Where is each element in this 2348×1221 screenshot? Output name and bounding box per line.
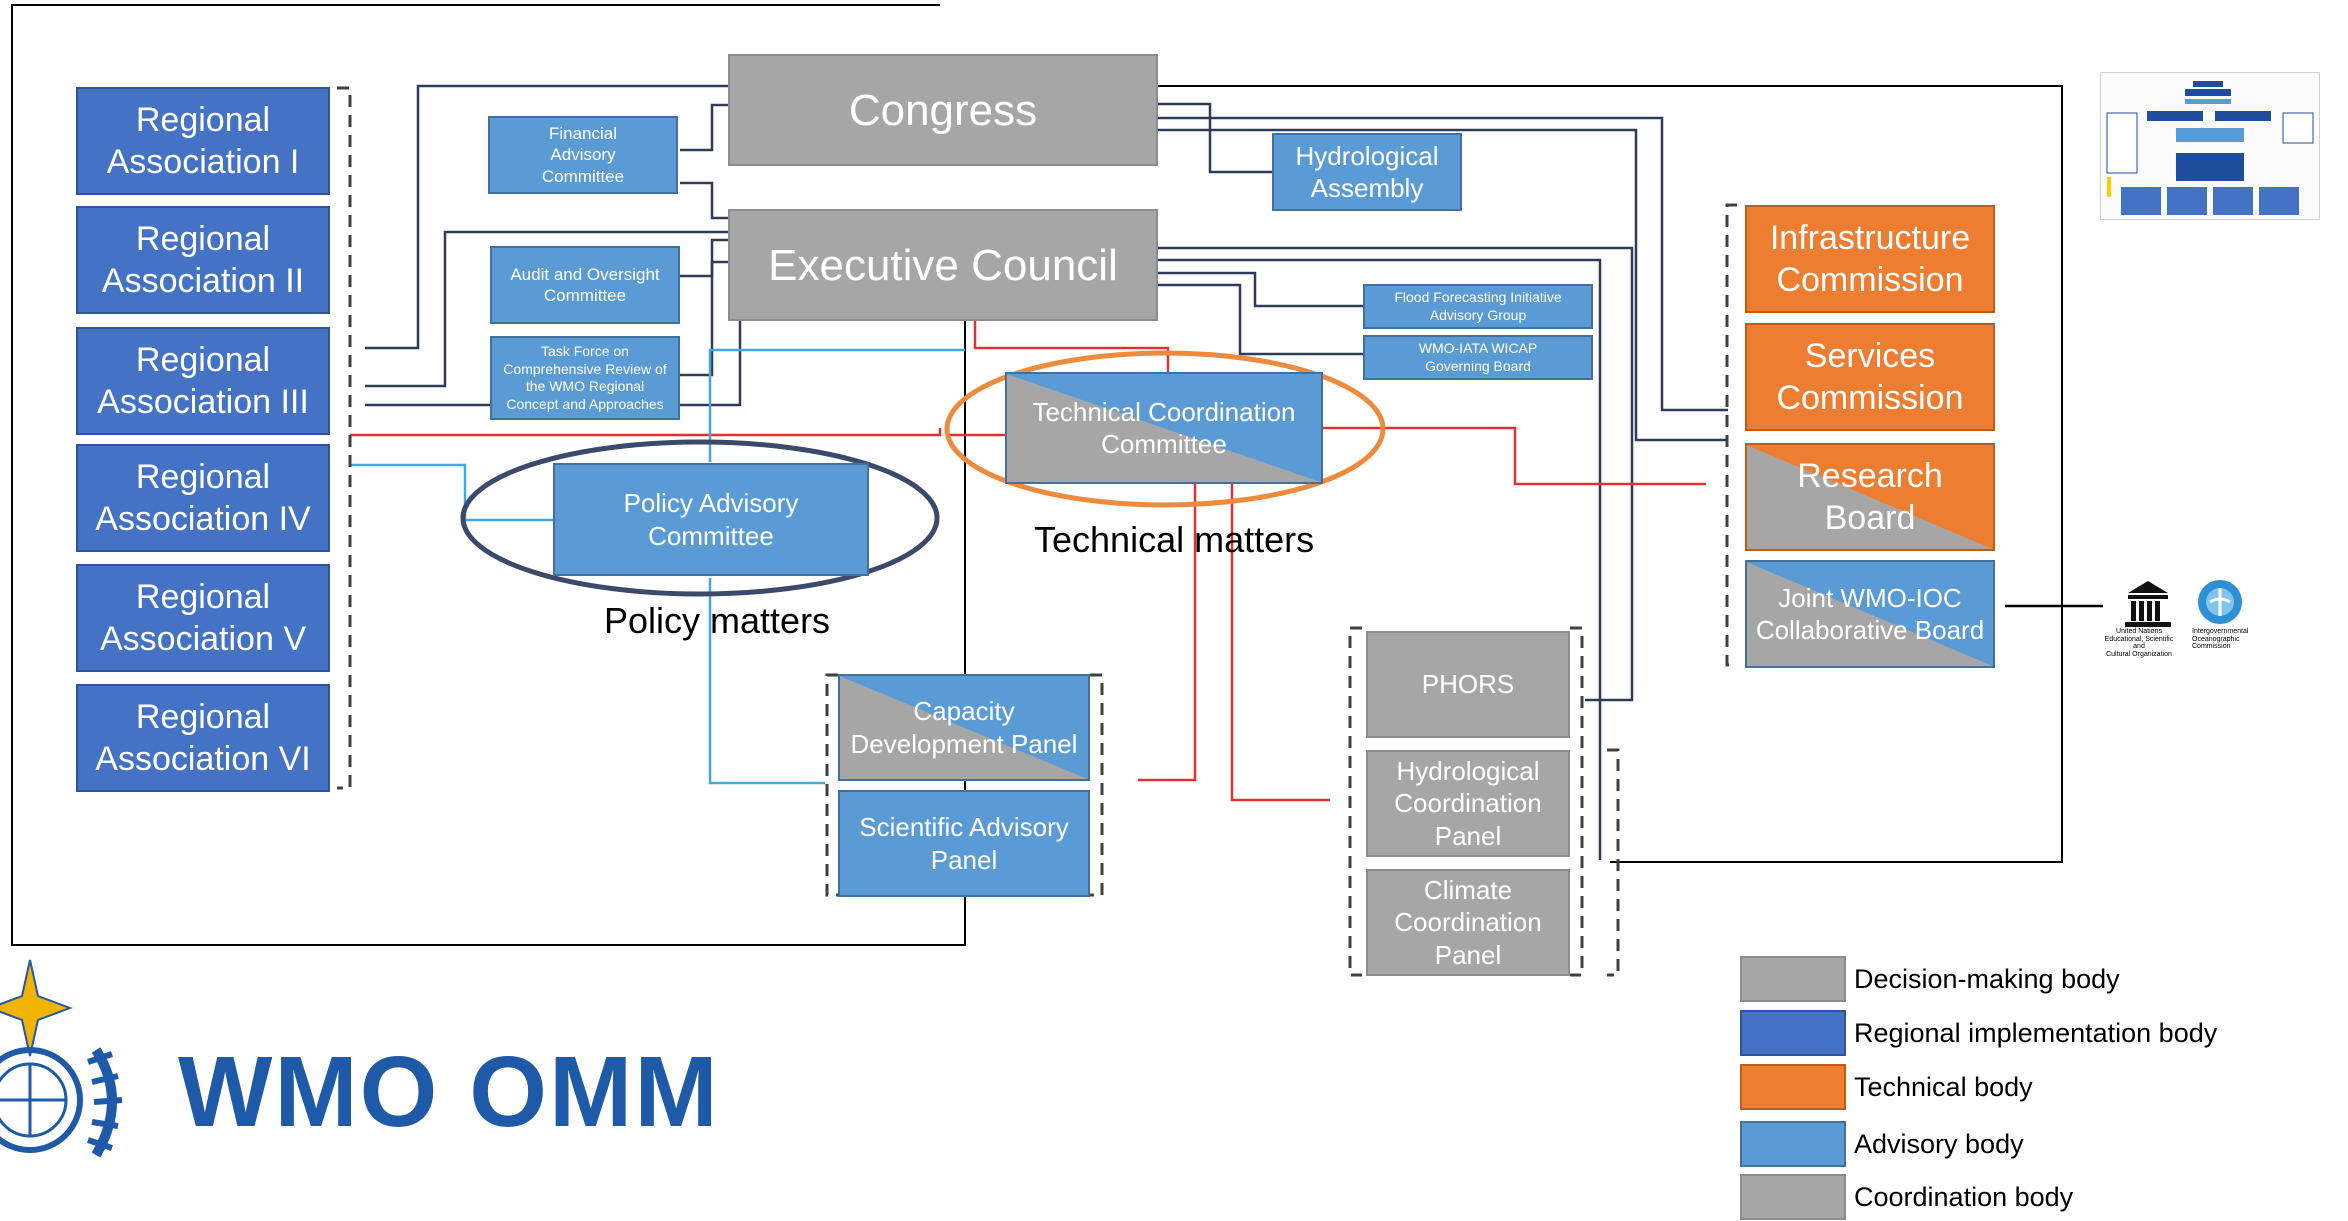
policy-matters-label: Policy matters	[604, 600, 831, 641]
infrastructure-commission: Infrastructure Commission	[1745, 205, 1995, 313]
org-chart-thumbnail	[2100, 72, 2320, 220]
technical-ellipse	[944, 350, 1386, 508]
unesco-temple-icon	[2125, 581, 2171, 627]
ioc-caption: Intergovernmental Oceanographic Commissi…	[2192, 628, 2249, 651]
executive-council-box: Executive Council	[728, 209, 1158, 321]
congress-box: Congress	[728, 54, 1158, 166]
legend-swatch	[1740, 1010, 1846, 1056]
outer-frame-right	[1158, 85, 2063, 863]
legend-item-decision: Decision-making body	[1740, 956, 2120, 1002]
legend-item-advisory: Advisory body	[1740, 1121, 2024, 1167]
regional-association-1: Regional Association I	[76, 87, 330, 195]
capacity-development-panel: Capacity Development Panel	[838, 674, 1090, 781]
legend-item-regional: Regional implementation body	[1740, 1010, 2217, 1056]
org-chart-thumbnail-icon	[2106, 81, 2314, 215]
legend-swatch	[1740, 1064, 1846, 1110]
technical-matters-label: Technical matters	[1034, 519, 1315, 560]
unesco-caption: United Nations Educational, Scientific a…	[2104, 628, 2174, 659]
task-force-box: Task Force on Comprehensive Review of th…	[490, 336, 680, 420]
joint-wmo-ioc-board: Joint WMO-IOC Collaborative Board	[1745, 560, 1995, 668]
services-commission: Services Commission	[1745, 323, 1995, 431]
regional-association-6: Regional Association VI	[76, 684, 330, 792]
policy-ellipse	[460, 439, 940, 597]
regional-association-4: Regional Association IV	[76, 444, 330, 552]
research-board: Research Board	[1745, 443, 1995, 551]
legend-swatch	[1740, 956, 1846, 1002]
ioc-globe-icon	[2198, 580, 2242, 624]
legend-label: Technical body	[1854, 1071, 2033, 1102]
legend-item-technical: Technical body	[1740, 1064, 2033, 1110]
legend-swatch	[1740, 1121, 1846, 1167]
policy-advisory-committee: Policy Advisory Committee	[553, 463, 869, 576]
legend-swatch	[1740, 1174, 1846, 1220]
wmo-emblem	[0, 950, 140, 1170]
phors-box: PHORS	[1366, 631, 1570, 738]
audit-oversight-committee: Audit and Oversight Committee	[490, 246, 680, 324]
hydrological-coordination-panel: Hydrological Coordination Panel	[1366, 750, 1570, 857]
wmo-logo-text: WMO OMM	[178, 1036, 720, 1148]
financial-advisory-committee: Financial Advisory Committee	[488, 116, 678, 194]
wicap-governing-board: WMO-IATA WICAP Governing Board	[1363, 335, 1593, 380]
regional-association-2: Regional Association II	[76, 206, 330, 314]
technical-coordination-committee: Technical Coordination Committee	[1005, 372, 1323, 484]
regional-association-5: Regional Association V	[76, 564, 330, 672]
hydrological-assembly: Hydrological Assembly	[1272, 133, 1462, 211]
legend-label: Coordination body	[1854, 1181, 2074, 1212]
unesco-logo	[2103, 575, 2183, 655]
wmo-emblem-icon	[0, 959, 123, 1158]
legend-label: Advisory body	[1854, 1128, 2024, 1159]
legend-label: Decision-making body	[1854, 963, 2120, 994]
flood-forecasting-group: Flood Forecasting Initiative Advisory Gr…	[1363, 284, 1593, 329]
regional-association-3: Regional Association III	[76, 327, 330, 435]
ioc-logo	[2196, 578, 2244, 626]
legend-label: Regional implementation body	[1854, 1017, 2218, 1048]
scientific-advisory-panel: Scientific Advisory Panel	[838, 790, 1090, 897]
legend-item-coordination: Coordination body	[1740, 1174, 2073, 1220]
climate-coordination-panel: Climate Coordination Panel	[1366, 869, 1570, 976]
